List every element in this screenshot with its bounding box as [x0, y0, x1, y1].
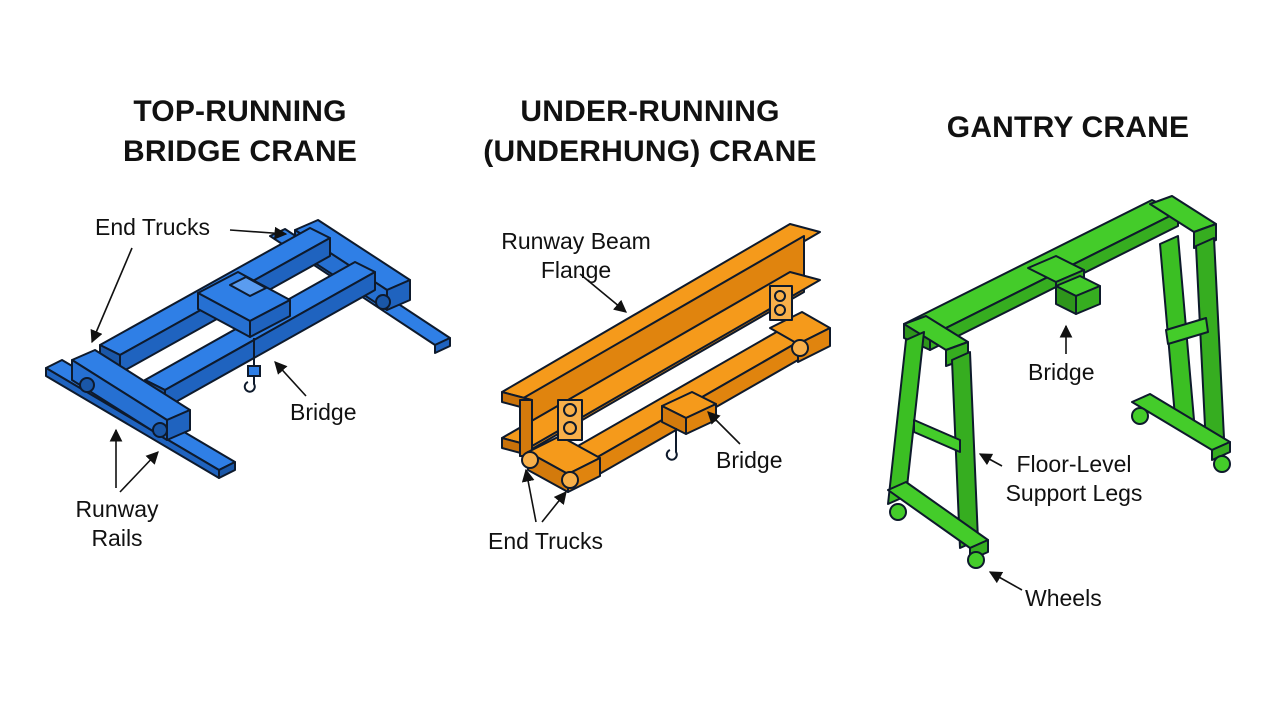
label-end-trucks: End Trucks	[95, 214, 211, 240]
gantry-crane-illustration	[887, 195, 1231, 591]
under-running-crane-illustration	[501, 223, 831, 523]
panel-title: GANTRY CRANE	[946, 111, 1190, 144]
label-runway-beam-flange: Runway Beam Flange	[501, 228, 651, 283]
label-runway-rails: Runway Rails	[75, 496, 159, 551]
panel-title: UNDER-RUNNING (UNDERHUNG) CRANE	[483, 95, 817, 168]
panel-under-running: UNDER-RUNNING (UNDERHUNG) CRANE	[430, 0, 860, 714]
panel-gantry: GANTRY CRANE	[860, 0, 1280, 714]
label-bridge: Bridge	[290, 399, 357, 425]
label-bridge: Bridge	[716, 447, 783, 473]
top-running-crane-illustration	[45, 219, 451, 493]
label-end-trucks: End Trucks	[488, 528, 604, 554]
panel-title: TOP-RUNNING BRIDGE CRANE	[122, 95, 358, 168]
panel-top-running: TOP-RUNNING BRIDGE CRANE	[0, 0, 451, 714]
label-support-legs: Floor-Level Support Legs	[1005, 451, 1143, 506]
label-bridge: Bridge	[1028, 359, 1095, 385]
label-wheels: Wheels	[1025, 585, 1102, 611]
